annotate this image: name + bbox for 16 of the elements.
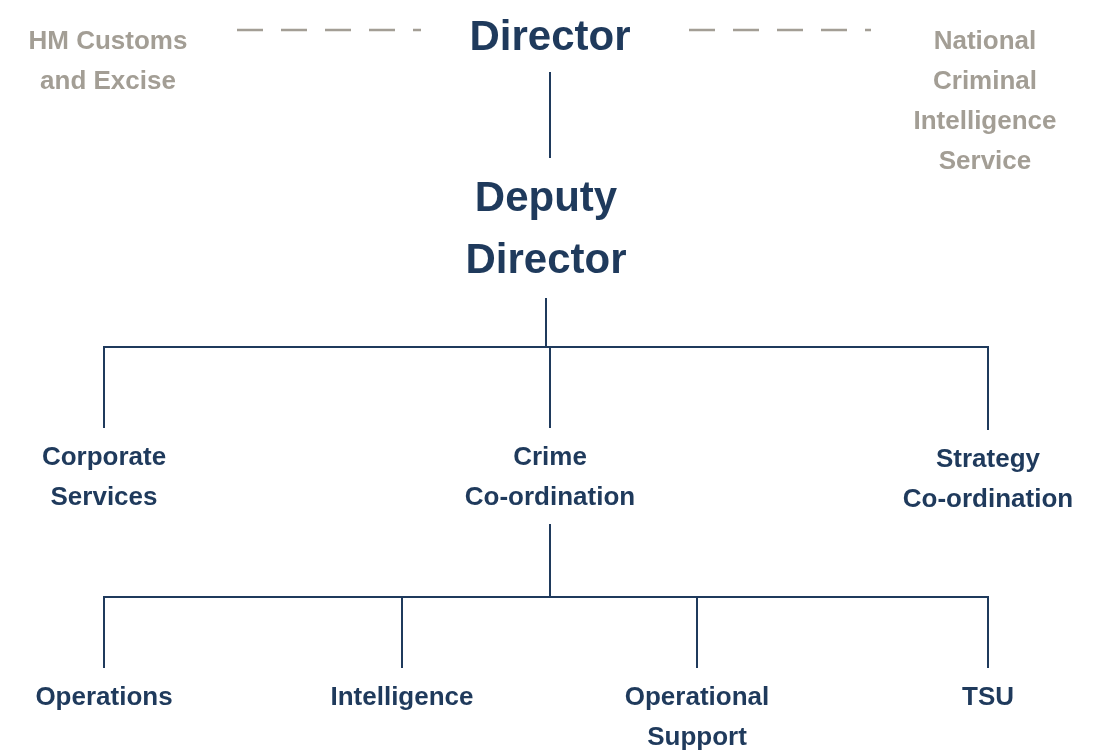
dashed-connector xyxy=(689,28,871,32)
department-label: Strategy Co-ordination xyxy=(878,430,1098,526)
organisation-label: National Criminal Intelligence Service xyxy=(885,12,1085,188)
role-title: Director xyxy=(435,0,665,72)
organisation-label: HM Customs and Excise xyxy=(3,12,213,108)
unit-label: Operations xyxy=(4,668,204,724)
unit-label: TSU xyxy=(888,668,1088,724)
dashed-connector xyxy=(237,28,421,32)
connector-line xyxy=(545,297,989,431)
department-label: Corporate Services xyxy=(4,428,204,524)
role-title: Deputy Director xyxy=(416,158,676,298)
unit-label: Intelligence xyxy=(302,668,502,724)
unit-label: Operational Support xyxy=(597,668,797,751)
connector-line xyxy=(549,71,551,159)
department-label: Crime Co-ordination xyxy=(440,428,660,524)
connector-line xyxy=(549,523,989,669)
